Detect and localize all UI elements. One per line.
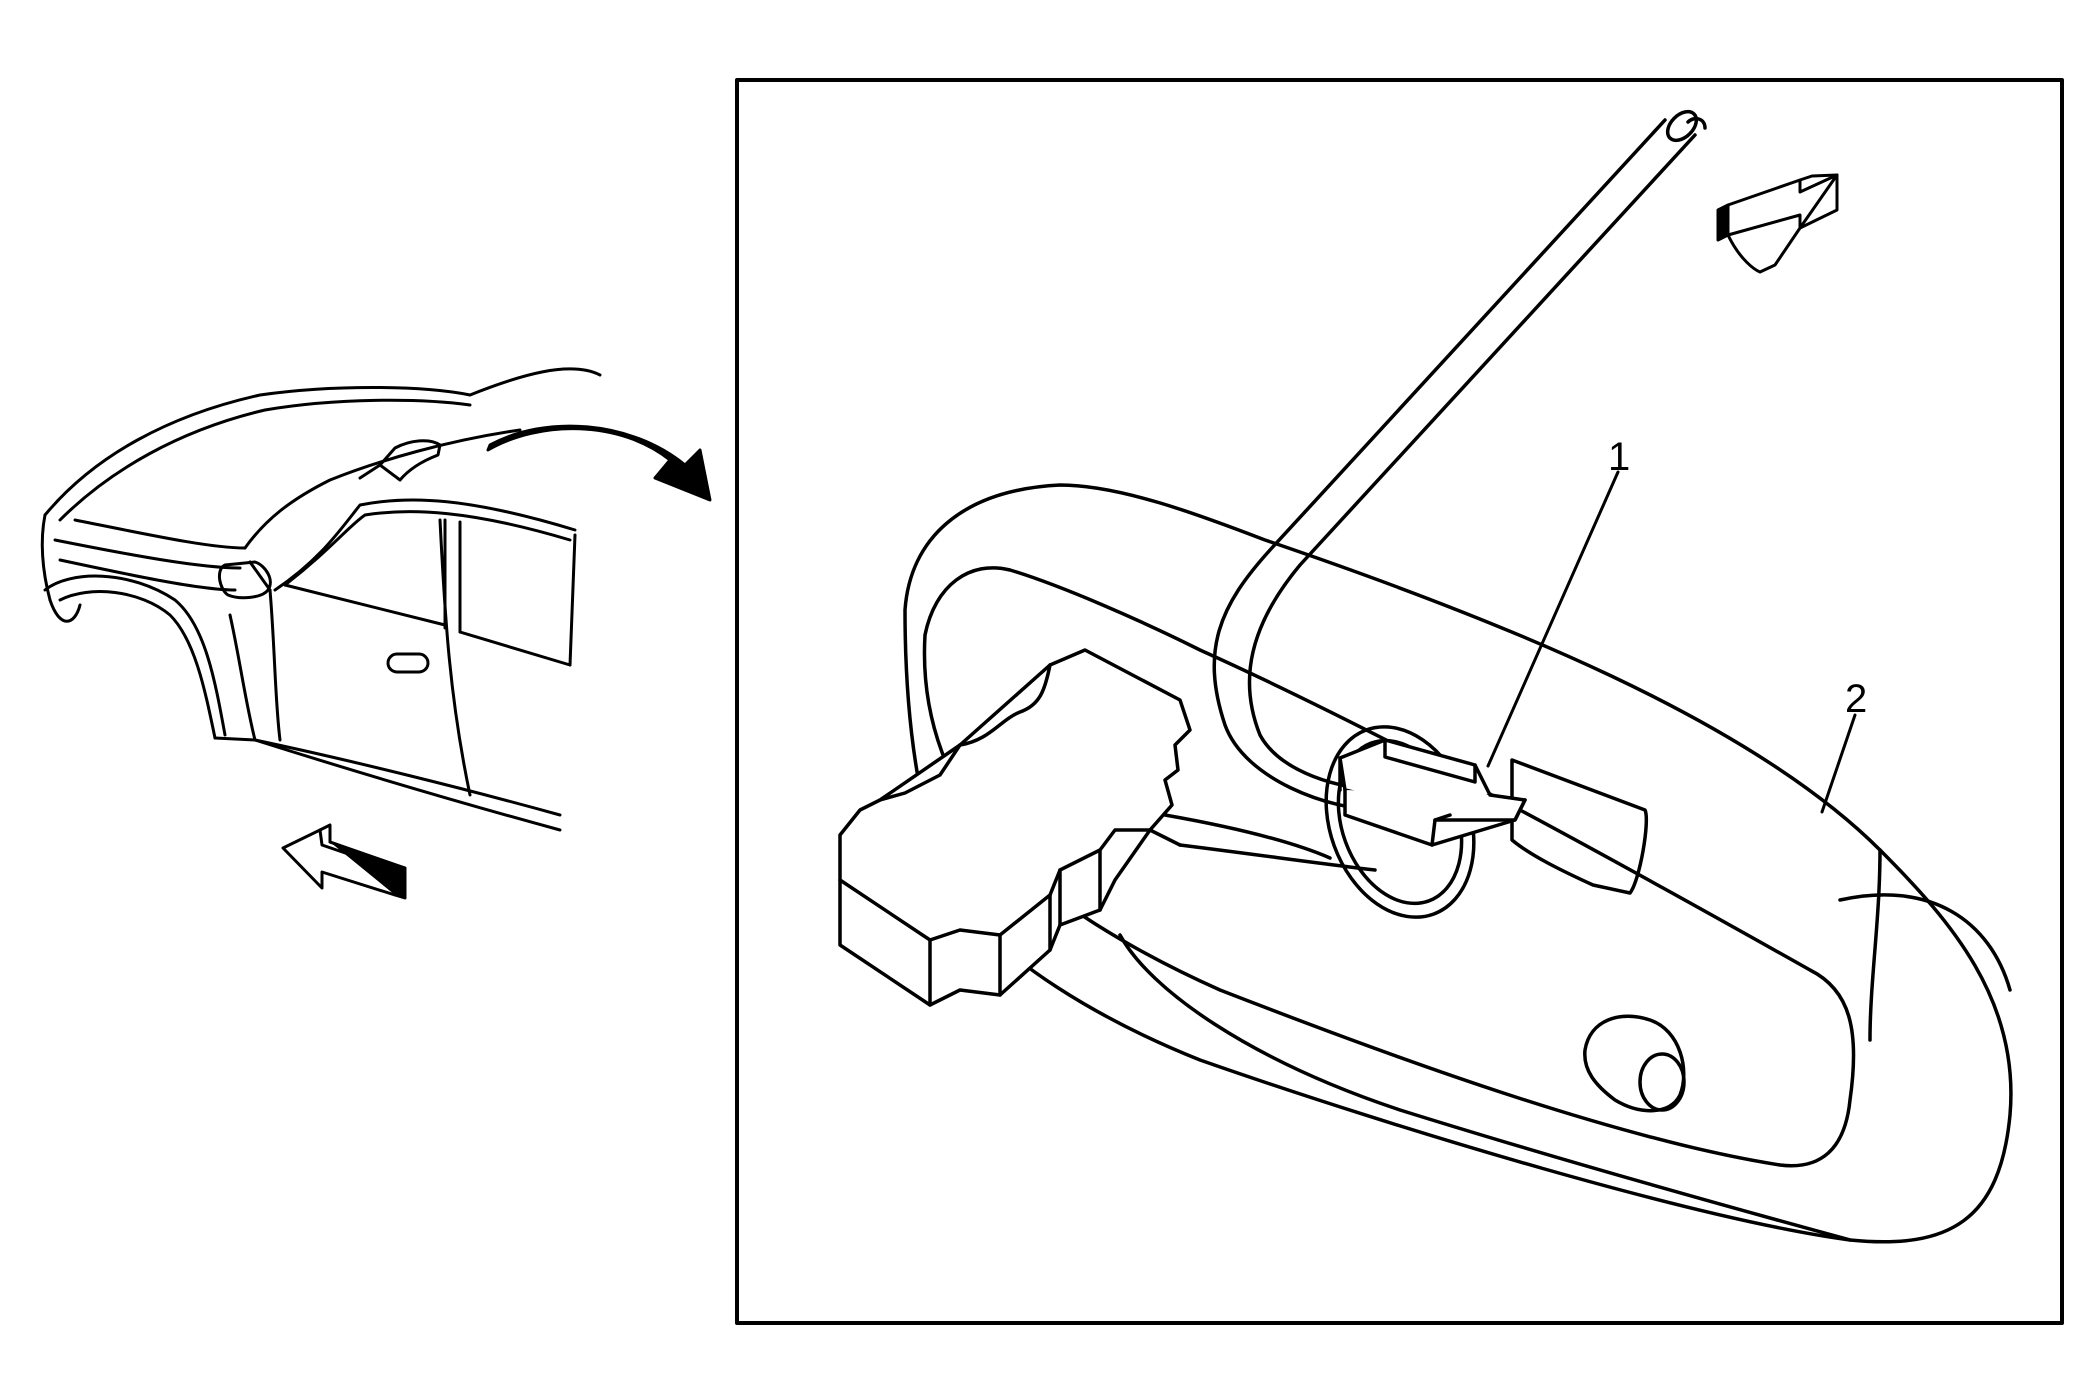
callout-label-2: 2 — [1845, 677, 1867, 721]
harness-connector — [838, 648, 1377, 1007]
rotation-arrow-icon — [486, 424, 712, 502]
mirror-connector-plug — [1338, 738, 1527, 847]
callout-leader-2 — [1820, 713, 1857, 814]
vehicle-overview — [40, 367, 602, 832]
view-direction-arrow-icon — [281, 823, 407, 900]
callout-label-1: 1 — [1608, 435, 1630, 479]
detail-frame — [735, 78, 2064, 1325]
callout-leader-1 — [1486, 470, 1620, 768]
mirror-wire — [1212, 109, 1707, 812]
detail-view-arrow-icon — [1716, 173, 1839, 274]
